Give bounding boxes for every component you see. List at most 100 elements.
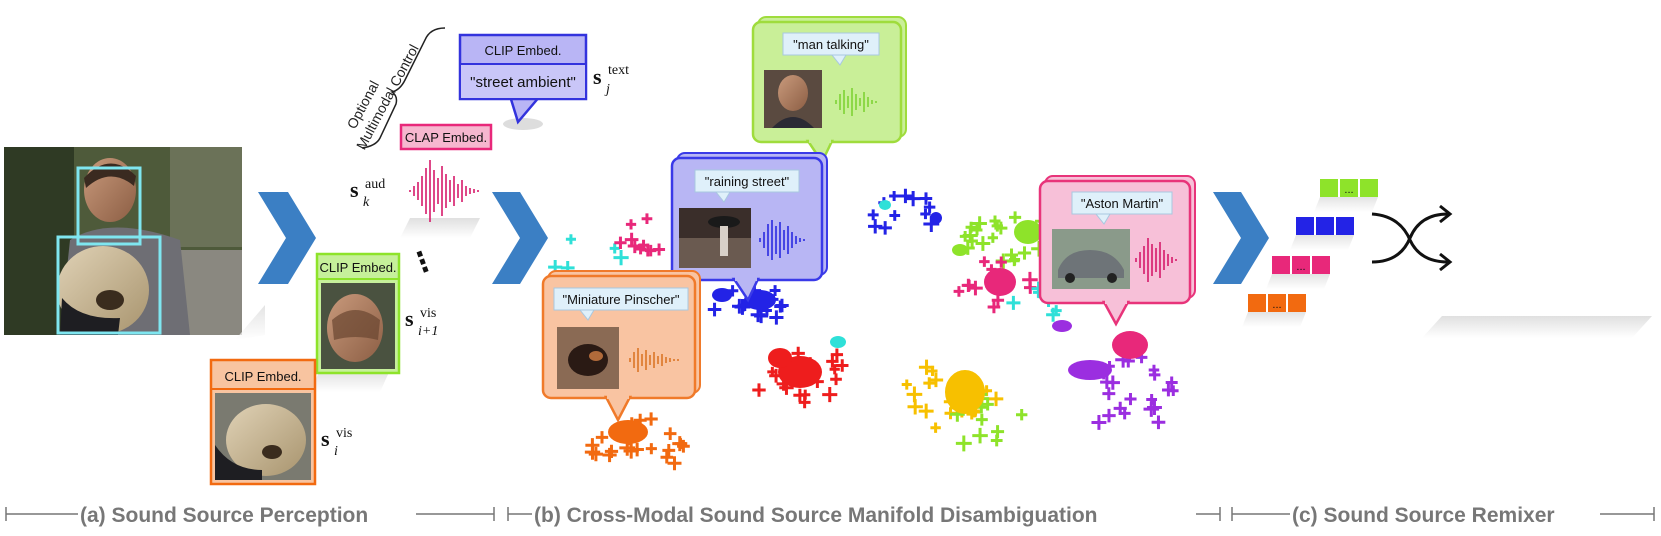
manifold-scatter (548, 188, 1179, 471)
face-detection-box (76, 166, 142, 246)
scatter-point-118 (927, 365, 938, 376)
scatter-point-58 (644, 412, 658, 426)
scatter-point-17 (991, 220, 1003, 232)
text-embed-header: CLIP Embed. (484, 43, 561, 58)
scatter-point-81 (830, 373, 842, 386)
scatter-point-191 (898, 188, 913, 204)
scatter-blob-4 (945, 370, 985, 414)
scatter-point-193 (889, 190, 900, 201)
scatter-point-106 (1100, 375, 1114, 389)
scatter-point-97 (1143, 401, 1160, 417)
callout-miniature-pinscher-waveform (629, 348, 679, 372)
dog-detection-box (56, 235, 162, 335)
s-text-sup: text (608, 63, 629, 78)
stage-bar-b: (b) Cross-Modal Sound Source Manifold Di… (507, 504, 1221, 527)
scatter-point-139 (979, 256, 990, 267)
s-vis1-symbol: s (405, 306, 414, 331)
scatter-point-169 (955, 435, 972, 452)
scatter-point-187 (889, 210, 901, 221)
scatter-point-22 (966, 235, 978, 247)
mix-wave-gradient-ref (1424, 170, 1650, 310)
scatter-point-53 (663, 427, 677, 440)
scatter-point-45 (660, 451, 674, 464)
scatter-point-63 (588, 446, 604, 462)
scatter-point-200 (1006, 295, 1021, 310)
optional-control-brace (361, 27, 446, 149)
token-orange: ... (1242, 294, 1306, 327)
scatter-point-126 (907, 399, 923, 415)
scatter-point-30 (775, 298, 789, 313)
scatter-point-93 (1102, 408, 1116, 423)
scatter-point-79 (800, 389, 811, 400)
token-blue (1290, 217, 1354, 250)
remixer-tokens: ... ... ... (1242, 179, 1378, 327)
scatter-point-104 (1102, 387, 1116, 401)
scatter-point-164 (1016, 409, 1028, 421)
scatter-point-39 (769, 285, 781, 296)
audio-embed-header: CLAP Embed. (405, 130, 487, 145)
remixed-waveform (1423, 170, 1651, 310)
visual-embed-1: CLIP Embed. (310, 252, 401, 392)
scatter-point-68 (829, 364, 840, 375)
scatter-point-50 (645, 443, 657, 455)
scatter-point-85 (836, 359, 849, 372)
callout-raining-street-label: "raining street" (705, 174, 790, 189)
callout-aston-martin-waveform (1135, 238, 1177, 282)
scatter-point-184 (919, 192, 933, 205)
scatter-blob-3 (744, 290, 776, 310)
callout-man-talking-waveform (835, 88, 877, 116)
scatter-point-190 (878, 221, 892, 235)
stage-bar-a: (a) Sound Source Perception (5, 504, 495, 527)
stage-label-a: (a) Sound Source Perception (80, 504, 368, 527)
visual-embed-1-header: CLIP Embed. (319, 260, 396, 275)
scatter-blob-7 (1112, 331, 1148, 359)
s-aud-symbol: s (350, 177, 359, 202)
scatter-point-56 (584, 444, 601, 460)
s-vis1-sub: i+1 (418, 324, 438, 339)
callout-man-talking-label: "man talking" (793, 37, 869, 52)
scatter-point-80 (822, 387, 838, 403)
s-text-sub: j (604, 82, 610, 97)
scatter-blob-5 (1068, 360, 1112, 380)
scatter-point-175 (641, 213, 653, 225)
scatter-point-127 (928, 372, 944, 388)
callout-aston-martin: "Aston Martin" (1038, 175, 1196, 327)
scatter-point-84 (830, 348, 844, 361)
scatter-point-13 (1009, 211, 1022, 224)
s-aud-sub: k (363, 195, 370, 210)
scatter-point-9 (1017, 246, 1032, 260)
scene-photo (4, 147, 242, 335)
scatter-point-181 (638, 239, 650, 251)
scatter-blob-6 (984, 268, 1016, 296)
callout-miniature-pinscher: "Miniature Pinscher" (541, 270, 701, 423)
callout-man-talking: "man talking" (751, 16, 907, 165)
scatter-point-167 (972, 427, 988, 444)
scatter-point-92 (1165, 376, 1178, 389)
token-orange-dots: ... (1272, 299, 1281, 311)
scatter-blob-1 (768, 348, 792, 368)
scatter-point-51 (630, 442, 644, 457)
callout-raining-street-waveform (759, 220, 805, 260)
scatter-point-115 (930, 422, 941, 433)
scatter-point-100 (1148, 369, 1161, 381)
scatter-blob-9 (830, 336, 846, 348)
stage-arrow-2 (492, 192, 548, 284)
scatter-point-192 (868, 219, 883, 234)
stage-label-c: (c) Sound Source Remixer (1292, 504, 1555, 527)
stage-bar-c: (c) Sound Source Remixer (1231, 504, 1655, 527)
scatter-point-73 (752, 383, 766, 397)
scatter-point-141 (991, 294, 1005, 307)
text-embed-box: CLIP Embed. "street ambient" (458, 33, 588, 130)
scatter-point-140 (1022, 271, 1038, 288)
text-embed-text: "street ambient" (470, 74, 576, 91)
s-vis1-sup: vis (420, 306, 436, 321)
scatter-point-176 (614, 236, 627, 249)
scatter-point-101 (1124, 392, 1137, 406)
audio-embed: CLAP Embed. (399, 123, 493, 238)
callout-miniature-pinscher-label: "Miniature Pinscher" (563, 292, 680, 307)
scatter-point-186 (923, 201, 936, 213)
scatter-point-114 (901, 379, 912, 390)
s-vis2-sub: i (334, 444, 338, 459)
scatter-blob-14 (879, 200, 891, 210)
s-vis2-symbol: s (321, 426, 330, 451)
